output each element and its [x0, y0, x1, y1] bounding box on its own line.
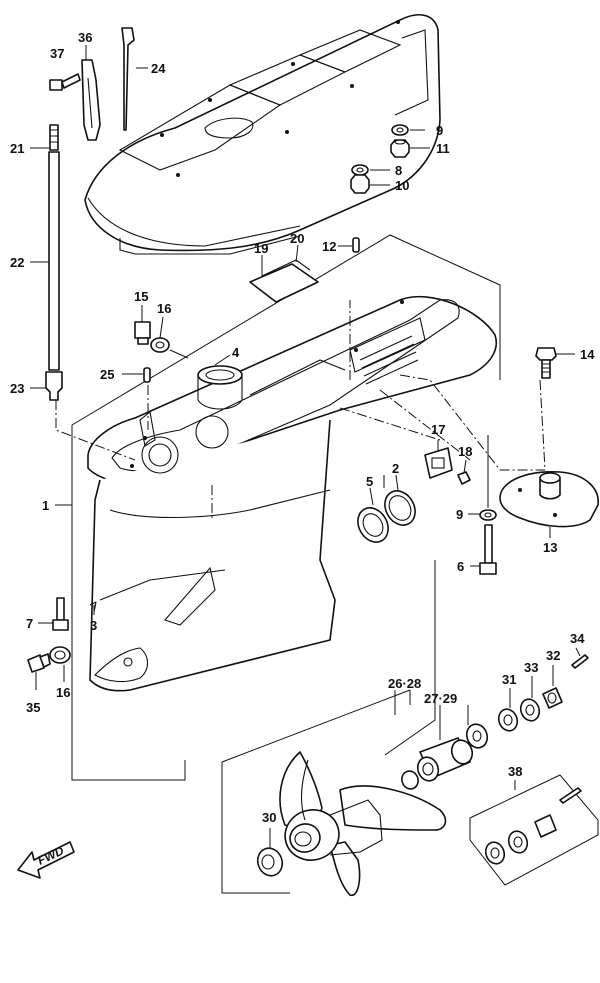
callout-18: 18 — [458, 444, 472, 459]
plate-19-20 — [249, 244, 319, 303]
callout-21: 21 — [10, 141, 24, 156]
nuts-and-washers-top-right — [350, 124, 430, 194]
washer-nut-pin-31-34 — [497, 647, 589, 732]
callout-23: 23 — [10, 381, 24, 396]
callout-10: 10 — [395, 178, 409, 193]
callout-2: 2 — [392, 461, 399, 476]
bolt-14 — [535, 347, 575, 379]
callout-35: 35 — [26, 700, 40, 715]
callout-38: 38 — [508, 764, 522, 779]
propeller — [279, 751, 447, 896]
clip-and-bolt — [49, 45, 101, 141]
callout-8: 8 — [395, 163, 402, 178]
bolt-7-pin-3 — [38, 597, 97, 631]
callout-11: 11 — [436, 141, 450, 156]
bushing-27-29 — [394, 690, 489, 790]
callout-31: 31 — [502, 672, 516, 687]
callout-22: 22 — [10, 255, 24, 270]
callout-leader-4 — [214, 354, 231, 366]
callout-37: 37 — [50, 46, 64, 61]
callout-4: 4 — [232, 345, 240, 360]
callout-7: 7 — [26, 616, 33, 631]
callout-9-top: 9 — [436, 123, 443, 138]
propeller-outline-box — [221, 689, 411, 894]
callout-24: 24 — [151, 61, 166, 76]
callout-32: 32 — [546, 648, 560, 663]
callout-20: 20 — [290, 231, 304, 246]
callout-labels: 37 36 24 21 22 23 9 11 8 10 19 20 12 15 … — [10, 30, 595, 825]
callout-16-bottom: 16 — [56, 685, 70, 700]
callout-6: 6 — [457, 559, 464, 574]
callout-15: 15 — [134, 289, 148, 304]
callout-1: 1 — [42, 498, 49, 513]
callout-17: 17 — [431, 422, 445, 437]
callout-3: 3 — [90, 618, 97, 633]
callout-36: 36 — [78, 30, 92, 45]
assembly-dash-lines — [55, 285, 546, 520]
gear-case-main-body — [87, 295, 497, 692]
callout-26-28: 26·28 — [388, 676, 421, 691]
fwd-direction-marker: FWD — [17, 841, 75, 879]
seal-and-ring-2-5 — [357, 474, 416, 543]
plug-and-gasket-15-16 — [134, 305, 189, 359]
spacer-30 — [256, 828, 284, 877]
callout-27-29: 27·29 — [424, 691, 457, 706]
callout-14: 14 — [580, 347, 595, 362]
callout-9-mid: 9 — [456, 507, 463, 522]
callout-12: 12 — [322, 239, 336, 254]
upper-cover — [84, 14, 441, 255]
gear-case-outline-box — [71, 234, 501, 781]
callout-13: 13 — [543, 540, 557, 555]
misc-leaders — [55, 475, 385, 506]
callout-19: 19 — [254, 241, 268, 256]
callout-25: 25 — [100, 367, 114, 382]
washer-9-bolt-6 — [468, 435, 497, 575]
callout-5: 5 — [366, 474, 373, 489]
dowel-pin-12 — [338, 237, 360, 253]
callout-34: 34 — [570, 631, 585, 646]
anode-17-bolt-18 — [424, 440, 471, 485]
kit-38 — [469, 774, 599, 886]
callout-30: 30 — [262, 810, 276, 825]
callout-33: 33 — [524, 660, 538, 675]
cable-tie — [121, 27, 148, 131]
shift-rod-assembly — [30, 124, 63, 401]
plug-and-gasket-35-16 — [27, 646, 71, 690]
pin-25 — [122, 367, 151, 383]
trim-tab-anode-13 — [499, 471, 599, 538]
callout-16-top: 16 — [157, 301, 171, 316]
